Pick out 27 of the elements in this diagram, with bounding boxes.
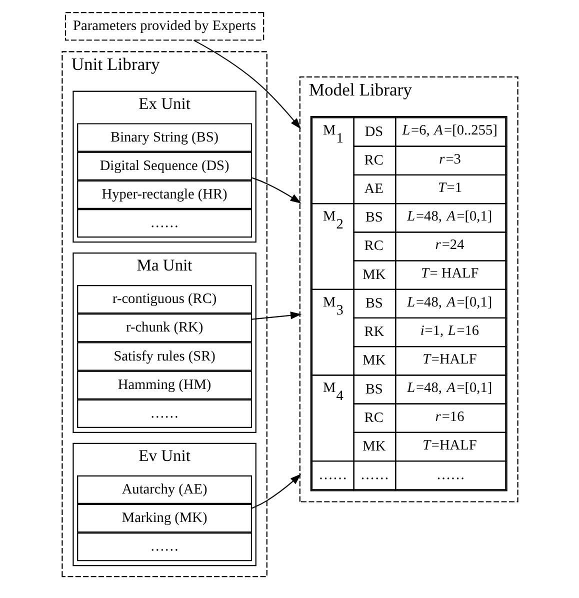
label: …… xyxy=(436,467,464,484)
label: BS xyxy=(364,210,382,226)
label: L=48, A=[0,1] xyxy=(406,294,492,310)
label: RC xyxy=(364,238,383,254)
label: L=48, A=[0,1] xyxy=(406,380,492,396)
label: T=HALF xyxy=(422,352,476,368)
label: RK xyxy=(364,324,384,340)
label: i=1, L=16 xyxy=(420,322,479,339)
label: BS xyxy=(364,381,382,398)
label: r=24 xyxy=(434,237,464,254)
label: MK xyxy=(362,352,386,369)
label: MK xyxy=(362,438,386,454)
label: L=48, A=[0,1] xyxy=(406,208,492,224)
label: …… xyxy=(318,467,347,484)
label: MK xyxy=(362,266,386,283)
label: DS xyxy=(364,124,383,140)
label: L=6, A=[0..255] xyxy=(402,122,497,139)
label: AE xyxy=(364,180,383,197)
label: RC xyxy=(364,410,383,426)
label: BS xyxy=(364,295,382,312)
label: r=3 xyxy=(438,151,460,168)
label: T=HALF xyxy=(422,437,476,454)
label: …… xyxy=(360,467,389,484)
label: T=1 xyxy=(438,180,462,196)
label: r=16 xyxy=(434,408,464,425)
label: RC xyxy=(364,152,383,168)
label: T= HALF xyxy=(420,266,478,282)
